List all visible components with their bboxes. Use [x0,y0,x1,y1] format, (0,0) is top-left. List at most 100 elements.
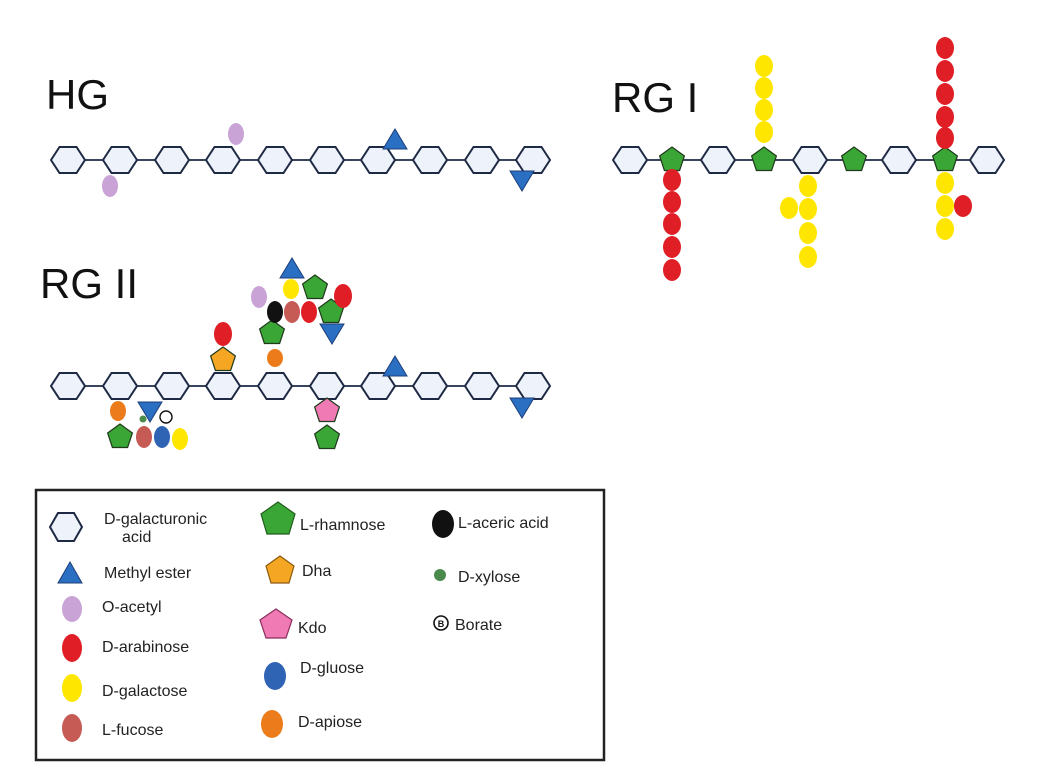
d-galactose-oval [936,172,954,194]
l-fucose-oval [136,426,152,448]
legend-item-d-gluose: D-gluose [264,660,364,690]
o-acetyl-oval [102,175,118,197]
d-galactose-oval [755,99,773,121]
methyl-ester-triangle [319,323,345,345]
d-arabinose-oval [936,60,954,82]
d-arabinose-oval [663,213,681,235]
d-galactose-oval [799,198,817,220]
legend-item-galacturonic: D-galacturonic acid [48,511,207,546]
d-galactose-oval [780,197,798,219]
galacturonic-acid-hexagon [411,372,449,400]
legend-label: D-arabinose [102,639,189,656]
d-arabinose-oval [334,284,352,308]
d-gluose-oval [154,426,170,448]
d-arabinose-oval [301,301,317,323]
galacturonic-acid-hexagon [968,146,1006,174]
legend-label: O-acetyl [102,599,162,616]
legend-item-borate: B Borate [433,615,502,634]
legend-item-d-galactose: D-galactose [62,674,187,702]
borate-symbol: B [438,619,445,629]
legend-item-methyl-ester: Methyl ester [57,560,192,584]
galacturonic-acid-hexagon [880,146,918,174]
l-fucose-oval [284,301,300,323]
galacturonic-acid-hexagon [308,372,346,400]
methyl-ester-triangle [382,128,408,150]
rg1-title: RG I [612,74,698,121]
d-apiose-oval [267,349,283,367]
rhamnose-pentagon [258,319,286,345]
d-arabinose-oval [936,127,954,149]
legend-item-dha: Dha [265,555,331,584]
methyl-ester-triangle [509,397,535,419]
d-galactose-oval [172,428,188,450]
legend: D-galacturonic acid Methyl ester O-acety… [34,488,606,762]
rhamnose-pentagon [313,424,341,450]
d-arabinose-oval [663,259,681,281]
rhamnose-pentagon [750,146,778,172]
d-galactose-oval [755,121,773,143]
galacturonic-acid-hexagon [101,146,139,174]
pentagon-icon [260,501,296,535]
o-acetyl-oval [251,286,267,308]
legend-label: D-apiose [298,714,362,731]
d-galactose-oval [755,77,773,99]
galacturonic-acid-hexagon [791,146,829,174]
galacturonic-acid-hexagon [101,372,139,400]
d-galactose-oval [799,246,817,268]
d-arabinose-oval [936,106,954,128]
d-arabinose-oval [663,236,681,258]
triangle-icon [57,560,83,584]
galacturonic-acid-hexagon [359,146,397,174]
legend-label: D-gluose [300,660,364,677]
rhamnose-pentagon [106,423,134,449]
oval-icon [62,634,82,662]
legend-item-d-apiose: D-apiose [261,710,362,738]
galacturonic-acid-hexagon [463,372,501,400]
legend-label: D-galactose [102,683,187,700]
rg2-title: RG II [40,260,138,307]
legend-label: Dha [302,563,331,580]
methyl-ester-triangle [137,401,163,423]
d-galactose-oval [799,175,817,197]
legend-item-o-acetyl: O-acetyl [62,596,162,622]
rhamnose-pentagon [931,146,959,172]
legend-item-d-arabinose: D-arabinose [62,634,189,662]
o-acetyl-oval [228,123,244,145]
galacturonic-acid-hexagon [611,146,649,174]
methyl-ester-triangle [382,355,408,377]
legend-item-l-fucose: L-fucose [62,714,163,742]
methyl-ester-triangle [509,170,535,192]
galacturonic-acid-hexagon [514,372,552,400]
dot-icon [434,569,446,581]
d-galactose-oval [755,55,773,77]
d-xylose-dot [139,415,147,423]
borate-icon [159,410,173,424]
legend-label: D-galacturonic [104,511,207,528]
legend-item-l-rhamnose: L-rhamnose [260,501,385,535]
legend-label: L-aceric acid [458,515,549,532]
d-galactose-oval [283,279,299,299]
kdo-pentagon [313,397,341,423]
galacturonic-acid-hexagon [153,146,191,174]
borate-icon [433,615,449,631]
galacturonic-acid-hexagon [463,146,501,174]
legend-label: Kdo [298,620,327,637]
oval-icon [261,710,283,738]
legend-item-l-aceric-acid: L-aceric acid [432,510,549,538]
d-galactose-oval [799,222,817,244]
oval-icon [264,662,286,690]
galacturonic-acid-hexagon [308,146,346,174]
d-arabinose-oval [214,322,232,346]
legend-label: D-xylose [458,569,520,586]
d-arabinose-oval [936,83,954,105]
hexagon-icon [48,512,84,542]
legend-box [34,488,606,762]
d-arabinose-oval [663,169,681,191]
legend-label: Methyl ester [104,565,192,582]
oval-icon [432,510,454,538]
d-arabinose-oval [663,191,681,213]
d-galactose-oval [936,195,954,217]
d-arabinose-oval [954,195,972,217]
rg1-structure [611,37,1006,281]
